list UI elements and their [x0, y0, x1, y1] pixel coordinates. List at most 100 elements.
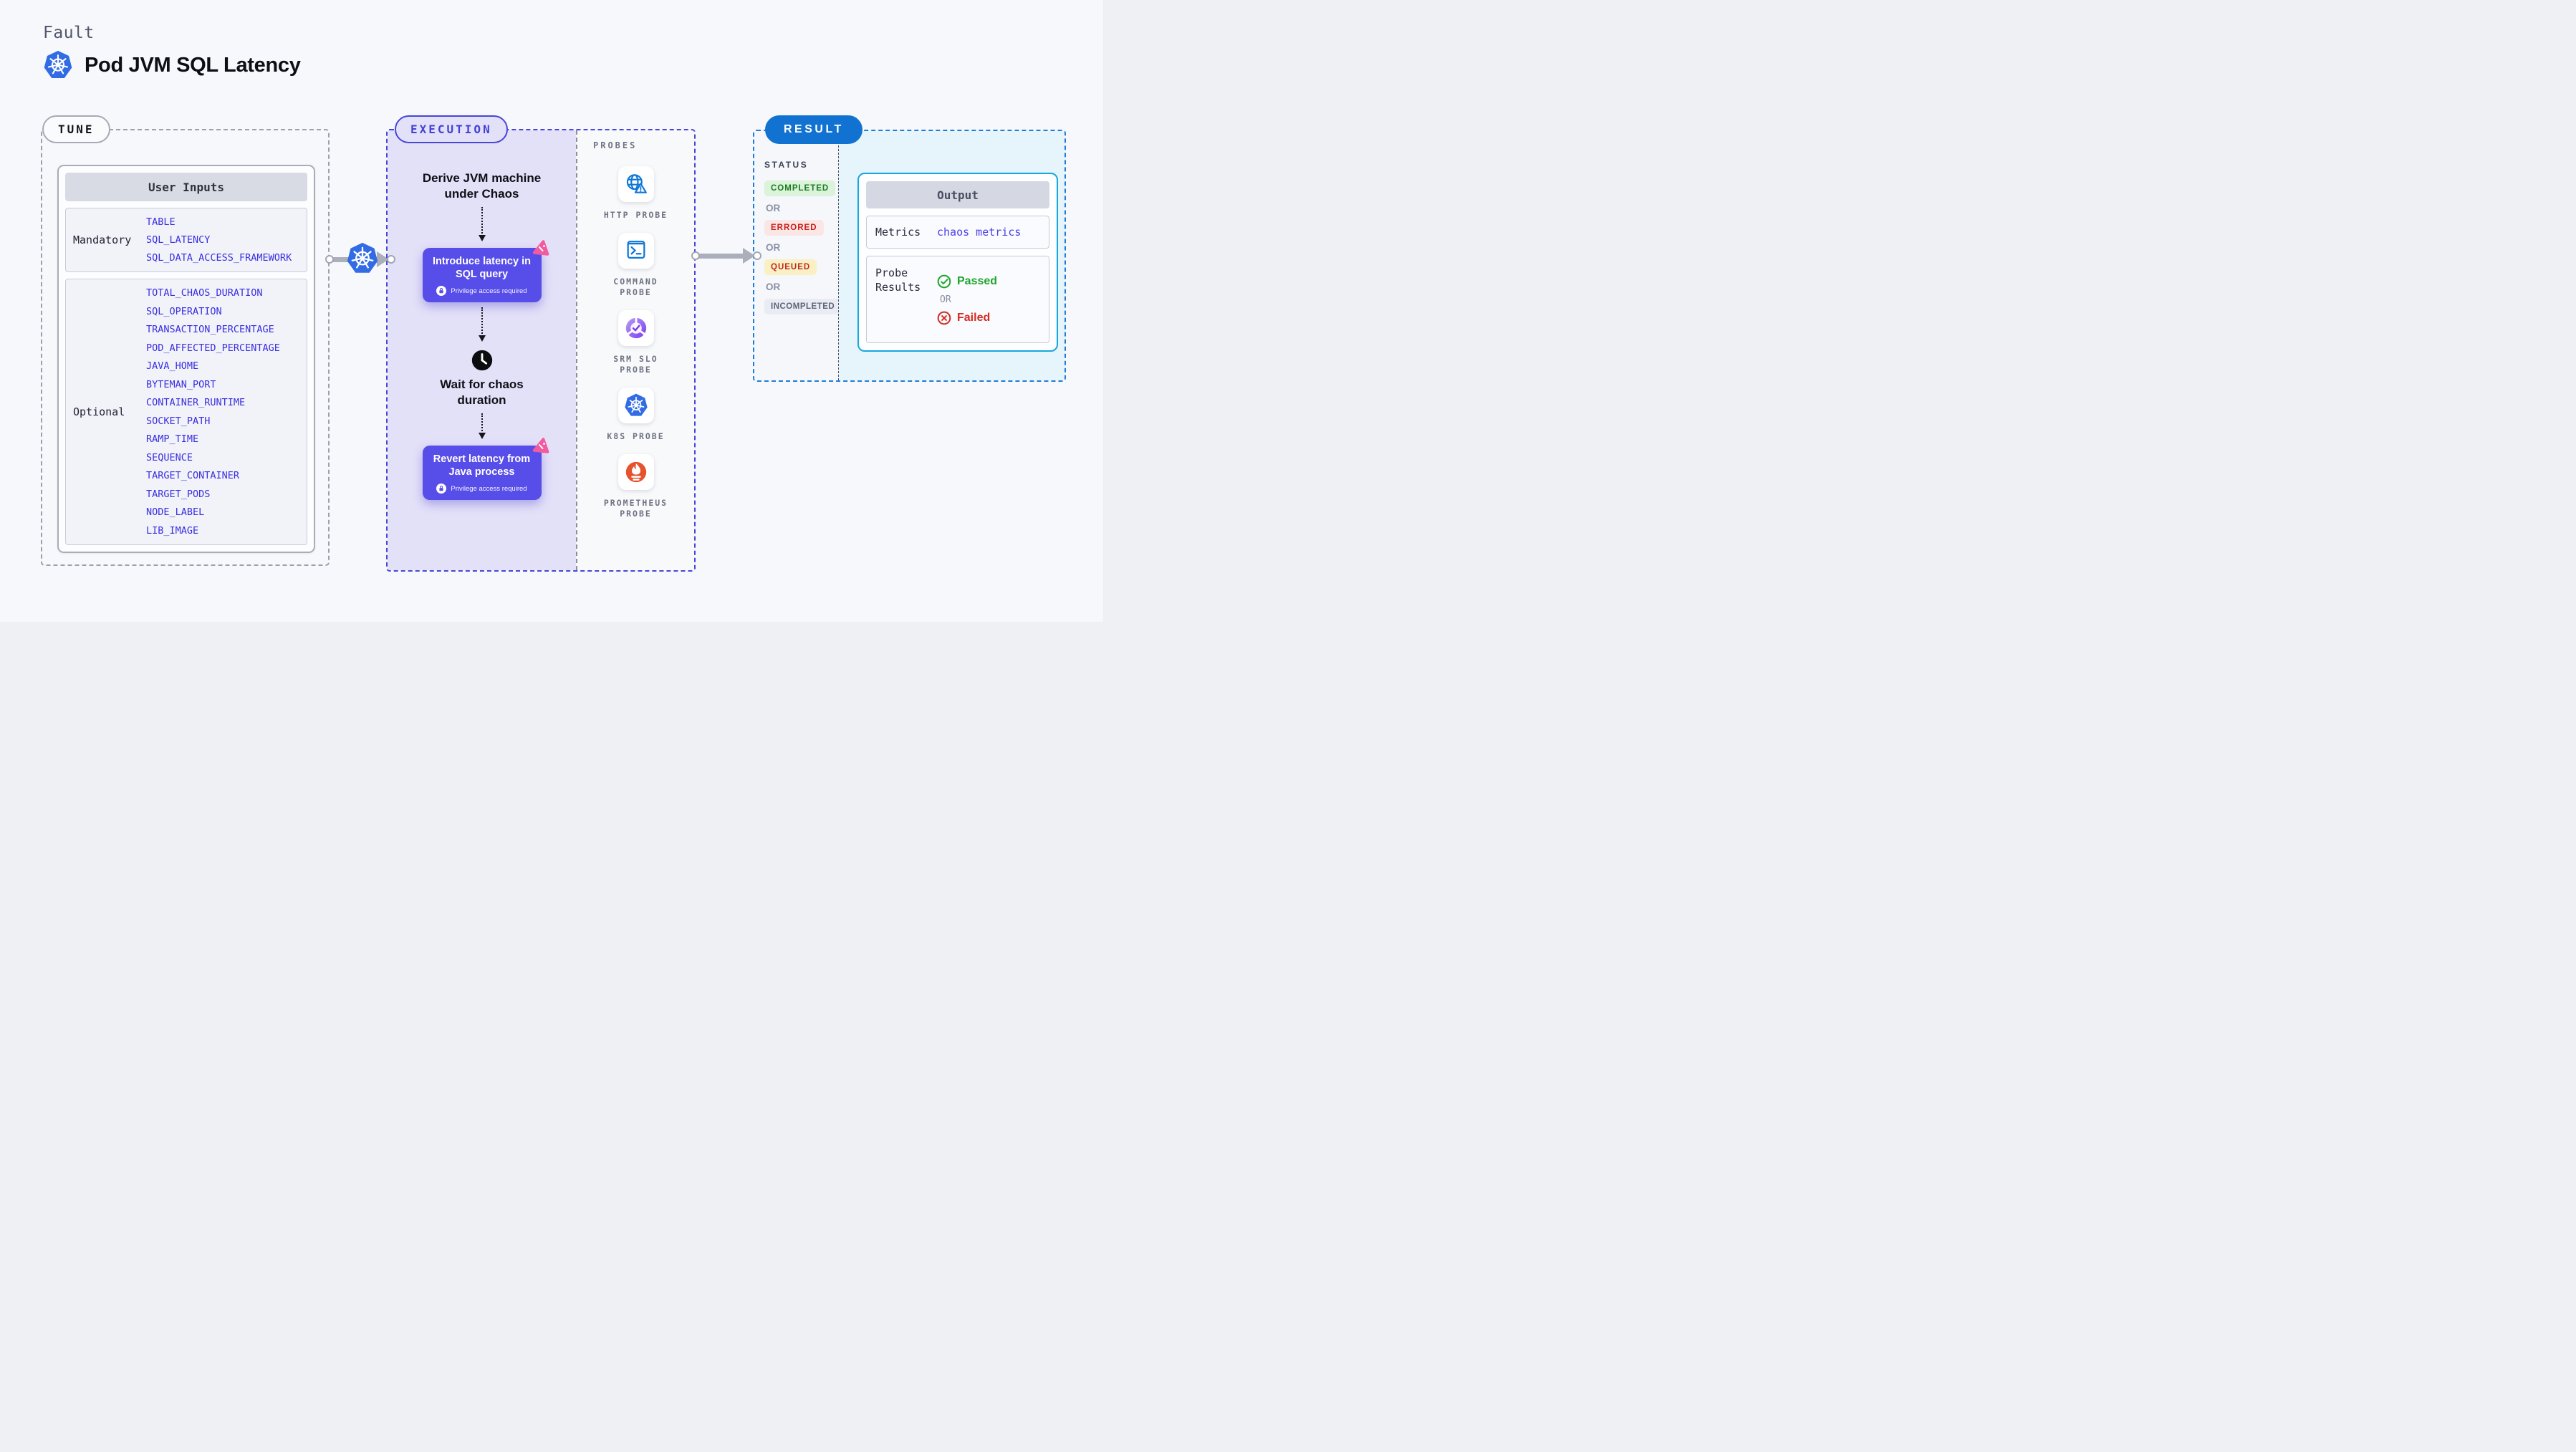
input-field-link[interactable]: SQL_DATA_ACCESS_FRAMEWORK [146, 252, 292, 264]
check-circle-icon [937, 274, 951, 288]
metrics-row: Metrics chaos metrics [866, 216, 1049, 249]
input-field-link[interactable]: SEQUENCE [146, 451, 193, 463]
flow-arrow-down [478, 307, 486, 342]
slo-donut-check-icon [625, 317, 646, 339]
probe-results-row: Probe Results Passed OR [866, 256, 1049, 343]
kubernetes-icon [624, 393, 648, 417]
probe-results-label: Probe Results [875, 266, 921, 294]
failed-line: Failed [937, 311, 997, 325]
execution-section-badge[interactable]: EXECUTION [395, 115, 508, 143]
input-field-link[interactable]: CONTAINER_RUNTIME [146, 397, 246, 408]
input-field-link[interactable]: TARGET_CONTAINER [146, 470, 240, 481]
execution-section: Derive JVM machine under Chaos Introduce… [386, 129, 696, 572]
probe-card[interactable] [617, 166, 654, 202]
output-header: Output [866, 181, 1049, 208]
clock-icon [471, 350, 492, 371]
probe-label: PROMETHEUS PROBE [603, 498, 668, 519]
flow-step-revert-latency[interactable]: Revert latency from Java process Privile… [422, 438, 550, 500]
or-separator: OR [766, 282, 781, 292]
mandatory-inputs-row: Mandatory TABLE SQL_LATENCY SQL_DATA_ACC… [65, 208, 307, 272]
user-inputs-header: User Inputs [65, 173, 307, 201]
connector-dot [325, 255, 334, 264]
status-column: STATUS COMPLETED OR ERRORED OR QUEUED OR… [754, 131, 842, 380]
probe-label: COMMAND PROBE [613, 277, 658, 297]
globe-alert-icon [626, 174, 647, 193]
mandatory-values: TABLE SQL_LATENCY SQL_DATA_ACCESS_FRAMEW… [146, 216, 307, 264]
optional-values: TOTAL_CHAOS_DURATION SQL_OPERATION TRANS… [146, 287, 307, 537]
input-field-link[interactable]: TARGET_PODS [146, 488, 211, 500]
row-label: Optional [73, 405, 125, 418]
probes-panel: PROBES HTTP PROBE [576, 130, 694, 570]
optional-inputs-row: Optional TOTAL_CHAOS_DURATION SQL_OPERAT… [65, 279, 307, 545]
arrow-head [743, 248, 755, 264]
prometheus-flame-icon [625, 461, 646, 483]
kubernetes-icon [346, 242, 379, 274]
page-title: Pod JVM SQL Latency [85, 53, 301, 77]
metrics-value-link[interactable]: chaos metrics [937, 226, 1022, 239]
probe-item-k8s[interactable]: K8S PROBE [596, 388, 676, 442]
kubernetes-icon [43, 50, 73, 80]
lock-icon [436, 484, 447, 494]
probe-card[interactable] [617, 310, 654, 346]
input-field-link[interactable]: POD_AFFECTED_PERCENTAGE [146, 342, 280, 354]
step-title: Introduce latency in SQL query [433, 256, 531, 280]
input-field-link[interactable]: SQL_LATENCY [146, 234, 211, 246]
probe-item-srm-slo[interactable]: SRM SLO PROBE [596, 310, 676, 375]
terminal-icon [627, 241, 645, 259]
flow-arrow-down [478, 413, 486, 439]
status-badge-queued: QUEUED [764, 259, 817, 275]
tune-section-badge[interactable]: TUNE [42, 115, 110, 143]
x-circle-icon [937, 311, 951, 324]
flow-arrow-down [478, 207, 486, 241]
privilege-note: Privilege access required [427, 286, 537, 296]
arrow-head [377, 251, 389, 267]
input-field-link[interactable]: LIB_IMAGE [146, 524, 199, 537]
fault-eyebrow: Fault [43, 24, 95, 42]
privilege-note-text: Privilege access required [451, 287, 527, 295]
probe-item-command[interactable]: COMMAND PROBE [596, 233, 676, 298]
passed-line: Passed [937, 274, 997, 289]
input-field-link[interactable]: RAMP_TIME [146, 433, 199, 445]
page-header: Pod JVM SQL Latency [43, 50, 301, 80]
input-field-link[interactable]: SOCKET_PATH [146, 415, 211, 427]
or-separator: OR [766, 203, 781, 213]
status-list: COMPLETED OR ERRORED OR QUEUED OR INCOMP… [764, 181, 842, 314]
flow-step-introduce-latency[interactable]: Introduce latency in SQL query Privilege… [422, 240, 550, 302]
status-badge-incompleted: INCOMPLETED [764, 299, 842, 314]
status-badge-errored: ERRORED [764, 220, 824, 236]
probe-item-prometheus[interactable]: PROMETHEUS PROBE [596, 454, 676, 519]
flow-step-derive: Derive JVM machine under Chaos [422, 171, 542, 201]
output-card: Output Metrics chaos metrics Probe Resul… [857, 173, 1058, 352]
probe-card[interactable] [617, 388, 654, 423]
connector-dot [691, 251, 700, 260]
connector-dot [753, 251, 761, 260]
or-separator: OR [940, 294, 951, 305]
lock-icon [436, 286, 447, 296]
input-field-link[interactable]: TRANSACTION_PERCENTAGE [146, 324, 274, 335]
result-section-badge[interactable]: RESULT [765, 115, 862, 144]
privilege-note-text: Privilege access required [451, 484, 527, 493]
input-field-link[interactable]: NODE_LABEL [146, 506, 205, 518]
input-field-link[interactable]: JAVA_HOME [146, 360, 199, 372]
probe-results-values: Passed OR Failed [937, 256, 997, 342]
status-badge-completed: COMPLETED [764, 181, 836, 196]
input-field-link[interactable]: BYTEMAN_PORT [146, 378, 216, 390]
or-separator: OR [766, 242, 781, 253]
probe-card[interactable] [617, 233, 654, 269]
probe-label: HTTP PROBE [603, 210, 668, 220]
sparkle-icon [532, 240, 550, 257]
probe-item-http[interactable]: HTTP PROBE [596, 166, 676, 221]
execution-flow: Derive JVM machine under Chaos Introduce… [388, 130, 576, 570]
probe-label: K8S PROBE [607, 431, 665, 441]
probe-card[interactable] [617, 454, 654, 490]
passed-text: Passed [957, 274, 998, 287]
sparkle-icon [532, 438, 550, 455]
status-title: STATUS [764, 160, 809, 170]
input-field-link[interactable]: TABLE [146, 216, 176, 228]
step-title: Revert latency from Java process [433, 453, 531, 478]
metrics-label: Metrics [875, 226, 921, 239]
fault-diagram: Fault Pod JVM SQL Latency TUNE User Inpu… [0, 0, 1103, 622]
input-field-link[interactable]: TOTAL_CHAOS_DURATION [146, 287, 263, 299]
input-field-link[interactable]: SQL_OPERATION [146, 305, 222, 317]
connector-dot [387, 255, 395, 264]
